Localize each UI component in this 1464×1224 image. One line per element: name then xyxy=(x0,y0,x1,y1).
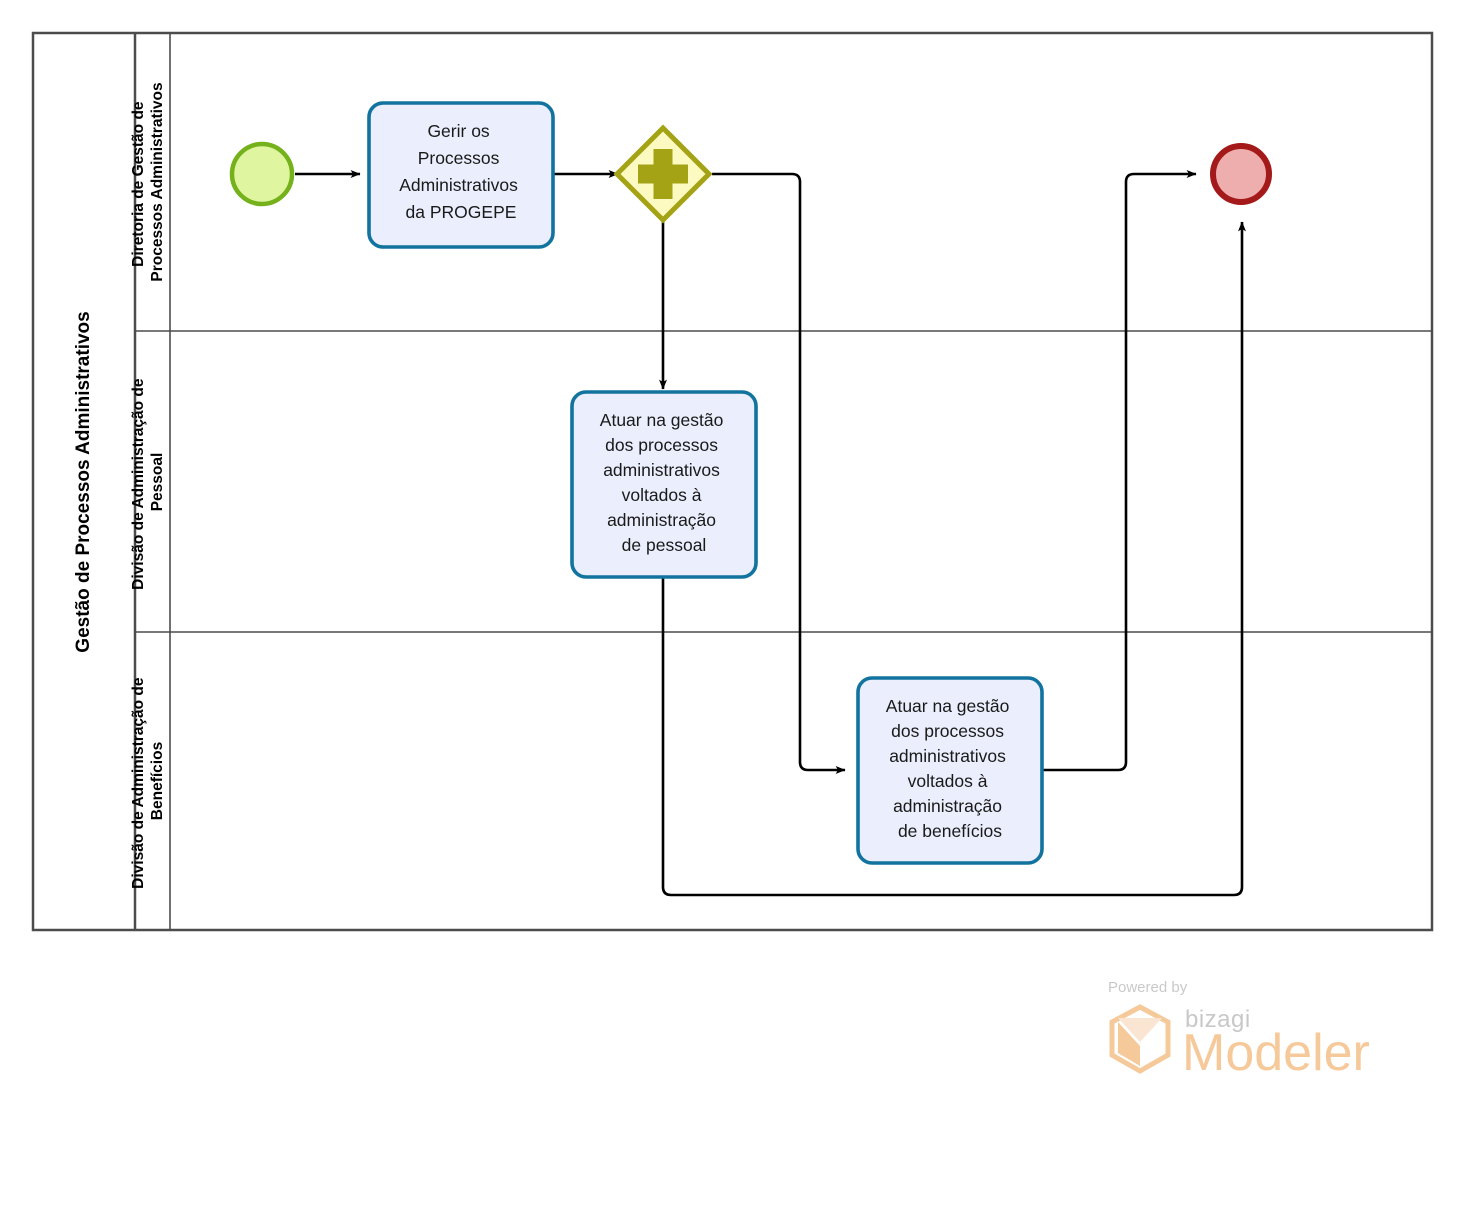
task-gerir-label: Gerir os Processos Administrativos da PR… xyxy=(399,121,523,222)
task-gerir-box[interactable] xyxy=(367,101,555,249)
sequence-flows xyxy=(295,170,1246,897)
task-beneficios-label: Atuar na gestão dos processos administra… xyxy=(886,696,1014,841)
lane-label-beneficios: Divisão de Administração de Benefícios xyxy=(130,673,166,889)
flow-pessoal-to-end xyxy=(661,221,1246,897)
task-gerir-processos[interactable]: Gerir os Processos Administrativos da PR… xyxy=(367,101,555,249)
end-event-circle[interactable] xyxy=(1210,143,1272,205)
lane-label-pessoal: Divisão de Administração de Pessoal xyxy=(130,374,166,590)
pool-title: Gestão de Processos Administrativos xyxy=(73,311,94,652)
plus-icon xyxy=(638,149,688,199)
lane-diretoria: Diretoria de Gestão de Processos Adminis… xyxy=(130,33,1432,332)
task-beneficios-box[interactable] xyxy=(856,676,1044,865)
watermark-product: Modeler xyxy=(1182,1024,1370,1082)
flow-gateway-to-beneficios xyxy=(712,172,846,774)
start-event-circle[interactable] xyxy=(229,141,295,207)
task-atuar-beneficios[interactable]: Atuar na gestão dos processos administra… xyxy=(856,676,1044,865)
bizagi-logo-icon xyxy=(1109,1004,1171,1074)
start-event[interactable] xyxy=(229,141,295,207)
task-pessoal-label: Atuar na gestão dos processos administra… xyxy=(600,410,728,555)
flow-beneficios-to-end xyxy=(1042,170,1197,772)
watermark-powered-by: Powered by xyxy=(1108,979,1188,996)
task-pessoal-box[interactable] xyxy=(570,390,758,579)
lane-beneficios: Divisão de Administração de Benefícios xyxy=(130,632,171,930)
lane-pessoal: Divisão de Administração de Pessoal xyxy=(130,331,1432,633)
parallel-gateway[interactable] xyxy=(613,124,713,224)
lane-label-diretoria: Diretoria de Gestão de Processos Adminis… xyxy=(130,82,166,281)
bizagi-watermark: Powered by bizagi Modeler xyxy=(1108,979,1370,1082)
task-atuar-pessoal[interactable]: Atuar na gestão dos processos administra… xyxy=(570,390,758,579)
watermark-brand: bizagi xyxy=(1185,1006,1251,1033)
end-event[interactable] xyxy=(1210,143,1272,205)
